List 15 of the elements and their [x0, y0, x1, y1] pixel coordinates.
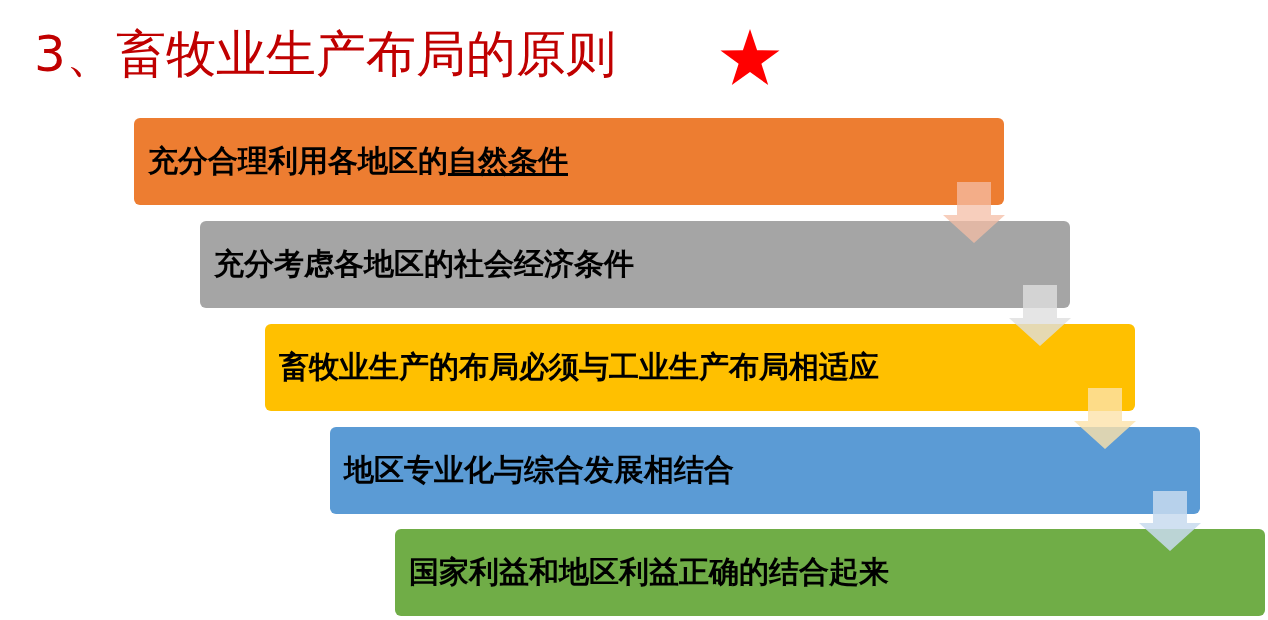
process-box	[134, 118, 1004, 205]
slide-title: 3、畜牧业生产布局的原则	[34, 24, 616, 85]
block-arrow	[1139, 491, 1201, 551]
box-text: 国家利益和地区利益正确的结合起来	[409, 553, 889, 591]
process-box	[200, 221, 1070, 308]
block-arrow	[1009, 285, 1071, 346]
box-text: 畜牧业生产的布局必须与工业生产布局相适应	[279, 348, 879, 386]
block-arrow	[1074, 388, 1136, 449]
box-text: 地区专业化与综合发展相结合	[344, 451, 734, 489]
box-text: 充分合理利用各地区的自然条件	[148, 142, 568, 180]
process-box	[395, 529, 1265, 616]
process-box	[265, 324, 1135, 411]
block-arrow	[943, 182, 1005, 243]
process-box	[330, 427, 1200, 514]
box-text: 充分考虑各地区的社会经济条件	[214, 245, 634, 283]
